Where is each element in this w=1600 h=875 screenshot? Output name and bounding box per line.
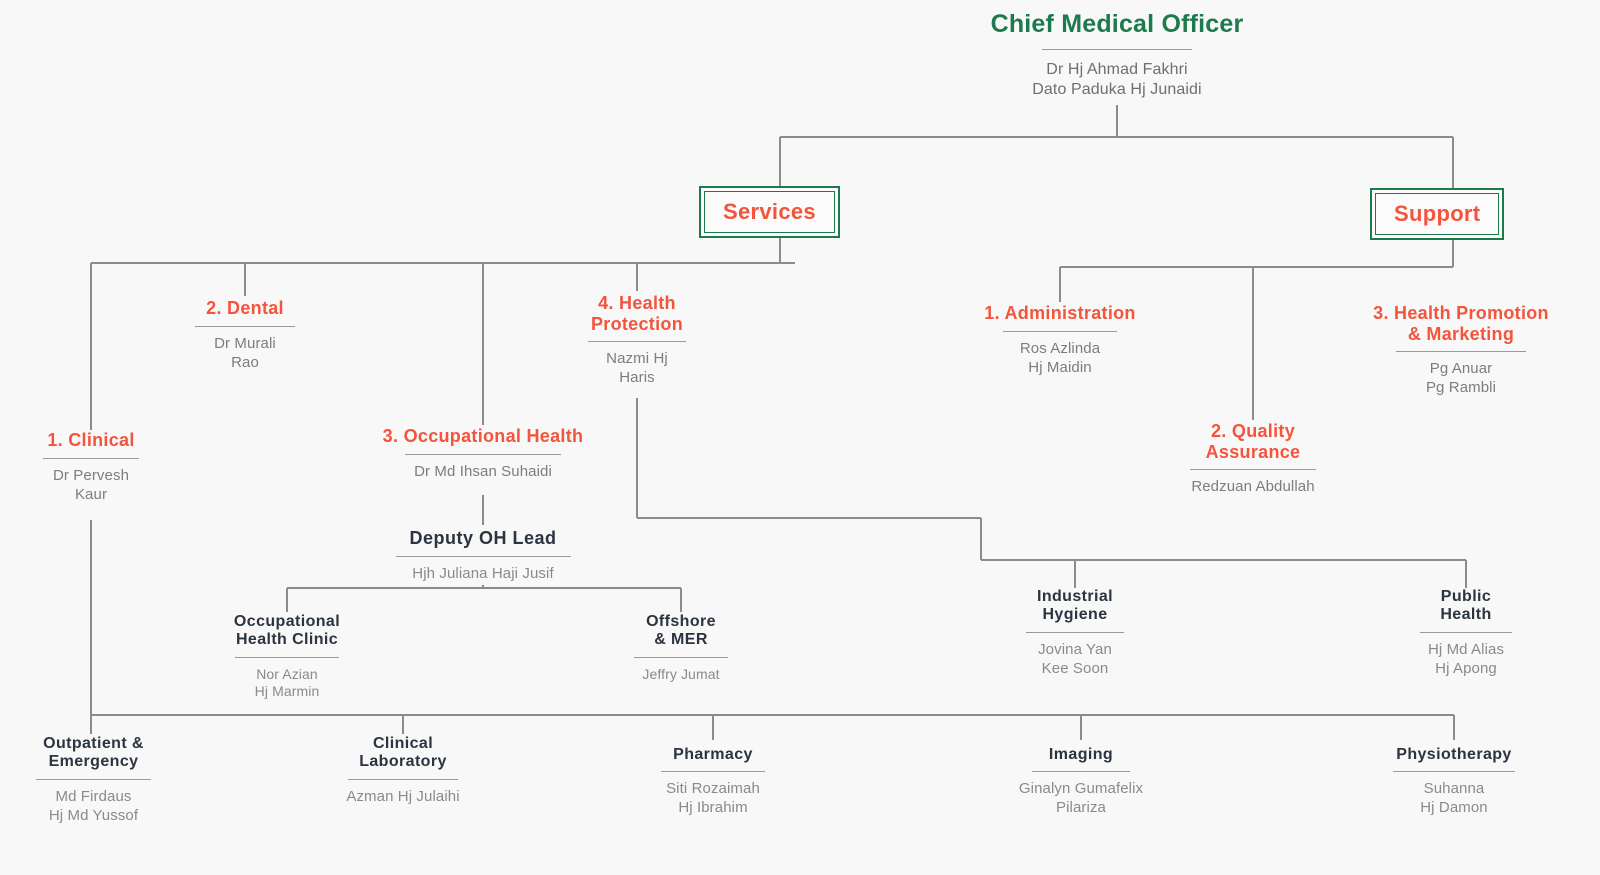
- divider: [1003, 330, 1117, 332]
- node-title: Public Health: [1440, 588, 1492, 624]
- node-person: Pg Anuar Pg Rambli: [1425, 360, 1497, 397]
- node-title: Outpatient & Emergency: [43, 735, 144, 771]
- node-title: Offshore & MER: [646, 613, 716, 649]
- divider: [348, 778, 458, 780]
- node-title: 3. Occupational Health: [382, 426, 584, 446]
- divider: [36, 778, 151, 780]
- node-title: 2. Dental: [206, 298, 284, 318]
- node-outpatient-emergency[interactable]: Outpatient & Emergency Md Firdaus Hj Md …: [11, 735, 176, 826]
- division-inner-border: Support: [1375, 193, 1500, 235]
- node-dental[interactable]: 2. Dental Dr Murali Rao: [165, 298, 325, 372]
- node-title: 1. Administration: [984, 303, 1136, 323]
- divider: [195, 325, 295, 327]
- node-offshore-mer[interactable]: Offshore & MER Jeffry Jumat: [611, 613, 751, 683]
- division-support[interactable]: Support: [1370, 188, 1505, 240]
- divider: [661, 771, 765, 773]
- node-occupational-health-clinic[interactable]: Occupational Health Clinic Nor Azian Hj …: [207, 613, 367, 701]
- node-person: Ros Azlinda Hj Maidin: [1019, 339, 1101, 376]
- node-industrial-hygiene[interactable]: Industrial Hygiene Jovina Yan Kee Soon: [1000, 588, 1150, 679]
- node-pharmacy[interactable]: Pharmacy Siti Rozaimah Hj Ibrahim: [638, 746, 788, 818]
- divider: [405, 453, 561, 455]
- node-quality-assurance[interactable]: 2. Quality Assurance Redzuan Abdullah: [1153, 421, 1353, 497]
- node-person: Jovina Yan Kee Soon: [1038, 640, 1112, 677]
- divider: [395, 555, 571, 557]
- node-title: Clinical Laboratory: [359, 735, 447, 771]
- division-label: Support: [1394, 201, 1481, 226]
- division-label: Services: [723, 199, 816, 224]
- node-person: Azman Hj Julaihi: [346, 787, 460, 805]
- division-inner-border: Services: [704, 191, 835, 233]
- node-title: Occupational Health Clinic: [233, 613, 341, 649]
- node-person: Suhanna Hj Damon: [1420, 780, 1488, 817]
- node-person: Hj Md Alias Hj Apong: [1427, 640, 1505, 677]
- divider: [235, 656, 339, 658]
- divider: [1396, 351, 1526, 353]
- divider: [1393, 771, 1515, 773]
- node-title: Chief Medical Officer: [990, 10, 1244, 38]
- node-title: 1. Clinical: [47, 430, 135, 450]
- node-person: Hjh Juliana Haji Jusif: [412, 564, 554, 582]
- division-outer-border: Services: [699, 186, 840, 238]
- node-person: Dr Md Ihsan Suhaidi: [414, 462, 552, 480]
- divider: [1042, 48, 1192, 50]
- node-health-promotion-marketing[interactable]: 3. Health Promotion & Marketing Pg Anuar…: [1341, 303, 1581, 398]
- node-health-protection[interactable]: 4. Health Protection Nazmi Hj Haris: [557, 293, 717, 388]
- node-clinical[interactable]: 1. Clinical Dr Pervesh Kaur: [11, 430, 171, 504]
- node-title: 2. Quality Assurance: [1205, 421, 1301, 462]
- node-occupational-health[interactable]: 3. Occupational Health Dr Md Ihsan Suhai…: [333, 426, 633, 482]
- division-services[interactable]: Services: [699, 186, 840, 238]
- divider: [1420, 631, 1512, 633]
- divider: [588, 341, 686, 343]
- node-clinical-laboratory[interactable]: Clinical Laboratory Azman Hj Julaihi: [328, 735, 478, 807]
- node-person: Jeffry Jumat: [642, 665, 720, 682]
- node-title: Pharmacy: [673, 746, 753, 763]
- division-outer-border: Support: [1370, 188, 1505, 240]
- node-public-health[interactable]: Public Health Hj Md Alias Hj Apong: [1396, 588, 1536, 679]
- divider: [1026, 631, 1124, 633]
- node-person: Nazmi Hj Haris: [606, 350, 668, 387]
- node-person: Md Firdaus Hj Md Yussof: [48, 787, 139, 824]
- node-title: 3. Health Promotion & Marketing: [1373, 303, 1549, 344]
- node-person: Dr Pervesh Kaur: [52, 466, 130, 503]
- node-person: Nor Azian Hj Marmin: [254, 665, 320, 700]
- node-administration[interactable]: 1. Administration Ros Azlinda Hj Maidin: [940, 303, 1180, 377]
- node-person: Ginalyn Gumafelix Pilariza: [1018, 780, 1144, 817]
- node-person: Dr Hj Ahmad Fakhri Dato Paduka Hj Junaid…: [1032, 60, 1202, 98]
- node-person: Dr Murali Rao: [214, 334, 276, 371]
- node-title: 4. Health Protection: [590, 293, 683, 334]
- node-physiotherapy[interactable]: Physiotherapy Suhanna Hj Damon: [1364, 746, 1544, 818]
- divider: [634, 656, 728, 658]
- node-imaging[interactable]: Imaging Ginalyn Gumafelix Pilariza: [981, 746, 1181, 818]
- node-person: Redzuan Abdullah: [1191, 478, 1315, 496]
- node-chief-medical-officer[interactable]: Chief Medical Officer Dr Hj Ahmad Fakhri…: [957, 10, 1277, 100]
- divider: [1032, 771, 1130, 773]
- divider: [43, 457, 139, 459]
- node-deputy-oh-lead[interactable]: Deputy OH Lead Hjh Juliana Haji Jusif: [373, 528, 593, 584]
- node-title: Imaging: [1048, 746, 1114, 763]
- node-title: Deputy OH Lead: [409, 528, 557, 548]
- node-title: Physiotherapy: [1396, 746, 1512, 763]
- node-title: Industrial Hygiene: [1036, 588, 1113, 624]
- node-person: Siti Rozaimah Hj Ibrahim: [666, 780, 760, 817]
- divider: [1190, 469, 1316, 471]
